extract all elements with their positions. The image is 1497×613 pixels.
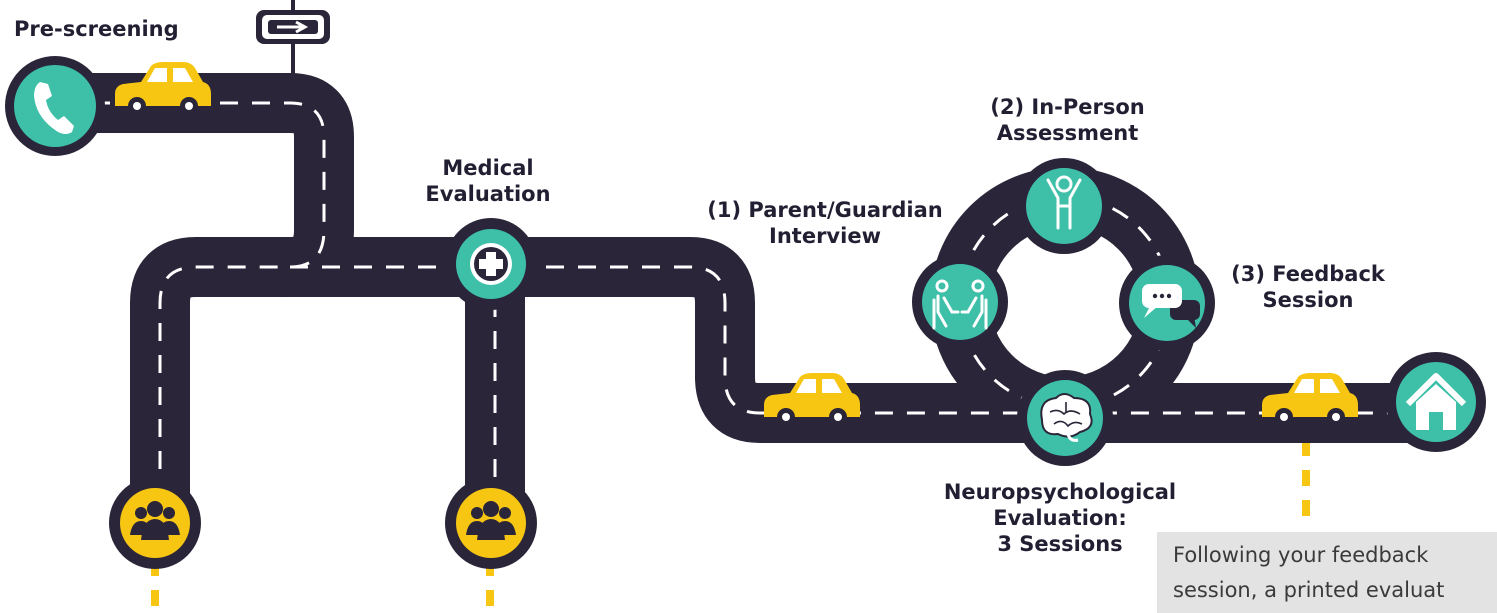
home-icon xyxy=(1386,352,1486,452)
feedback-note: Following your feedback session, a print… xyxy=(1157,532,1497,613)
note-line2: session, a printed evaluat xyxy=(1173,578,1445,602)
neuro-line3: 3 Sessions xyxy=(997,532,1123,556)
assessment-line1: (2) In-Person xyxy=(990,95,1145,119)
group-icon xyxy=(109,477,201,569)
interview-line2: Interview xyxy=(769,224,881,248)
prescreening-label: Pre-screening xyxy=(14,16,179,42)
car-icon xyxy=(115,62,211,115)
group-icon xyxy=(445,477,537,569)
feedback-line1: (3) Feedback xyxy=(1231,262,1385,286)
assessment-label: (2) In-Person Assessment xyxy=(970,94,1165,146)
arrow-sign-icon xyxy=(256,0,330,100)
medical-line1: Medical xyxy=(442,156,534,180)
medical-evaluation-label: Medical Evaluation xyxy=(398,155,578,207)
interview-line1: (1) Parent/Guardian xyxy=(707,198,943,222)
assessment-line2: Assessment xyxy=(996,121,1139,145)
brain-icon xyxy=(1017,370,1113,466)
car-icon xyxy=(1262,373,1358,426)
car-icon xyxy=(764,373,860,426)
feedback-line2: Session xyxy=(1262,288,1354,312)
interview-icon xyxy=(912,254,1008,350)
medical-line2: Evaluation xyxy=(425,182,551,206)
note-line1: Following your feedback xyxy=(1173,543,1429,567)
neuro-line1: Neuropsychological xyxy=(943,480,1177,504)
phone-icon xyxy=(5,56,105,156)
neuro-line2: Evaluation: xyxy=(993,506,1127,530)
chat-icon xyxy=(1119,255,1215,351)
interview-label: (1) Parent/Guardian Interview xyxy=(680,197,970,249)
medical-cross-icon xyxy=(445,218,537,310)
child-icon xyxy=(1016,158,1112,254)
feedback-label: (3) Feedback Session xyxy=(1218,261,1398,313)
neuro-evaluation-label: Neuropsychological Evaluation: 3 Session… xyxy=(910,479,1210,557)
prescreening-text: Pre-screening xyxy=(14,17,179,41)
